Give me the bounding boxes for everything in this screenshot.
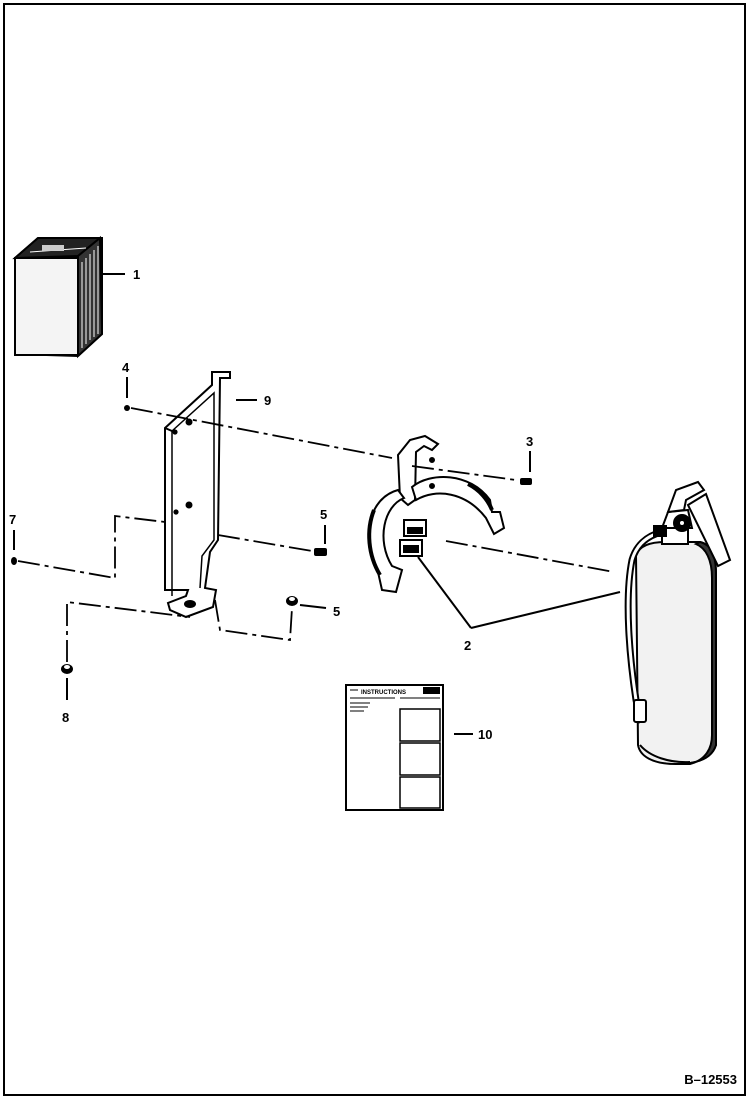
callout-10: 10 xyxy=(478,727,492,742)
part-6-nut xyxy=(286,596,327,609)
callout-4: 4 xyxy=(122,360,130,375)
part-8-nut xyxy=(61,664,73,700)
part-9-bracket xyxy=(164,371,231,619)
assembly-lines xyxy=(17,407,615,662)
callout-6: 5 xyxy=(333,604,340,619)
part-10-decal: INSTRUCTIONS xyxy=(345,684,444,811)
callout-5: 5 xyxy=(320,507,327,522)
leader-2 xyxy=(417,556,621,629)
figure-reference: B–12553 xyxy=(684,1072,737,1087)
callout-3: 3 xyxy=(526,434,533,449)
callout-1: 1 xyxy=(133,267,140,282)
part-2-clamp xyxy=(367,434,506,594)
callout-7: 7 xyxy=(9,512,16,527)
part-3-bolt xyxy=(520,451,532,485)
part-1-manual-box xyxy=(12,235,104,359)
diagram-frame xyxy=(3,3,746,1096)
part-5-bolt xyxy=(314,525,327,556)
fire-extinguisher xyxy=(624,480,732,766)
callout-9: 9 xyxy=(264,393,271,408)
part-4-bolt xyxy=(124,377,130,411)
callout-2: 2 xyxy=(464,638,471,653)
decal-title: INSTRUCTIONS xyxy=(361,690,406,696)
part-7-bolt xyxy=(11,530,17,565)
callout-8: 8 xyxy=(62,710,69,725)
